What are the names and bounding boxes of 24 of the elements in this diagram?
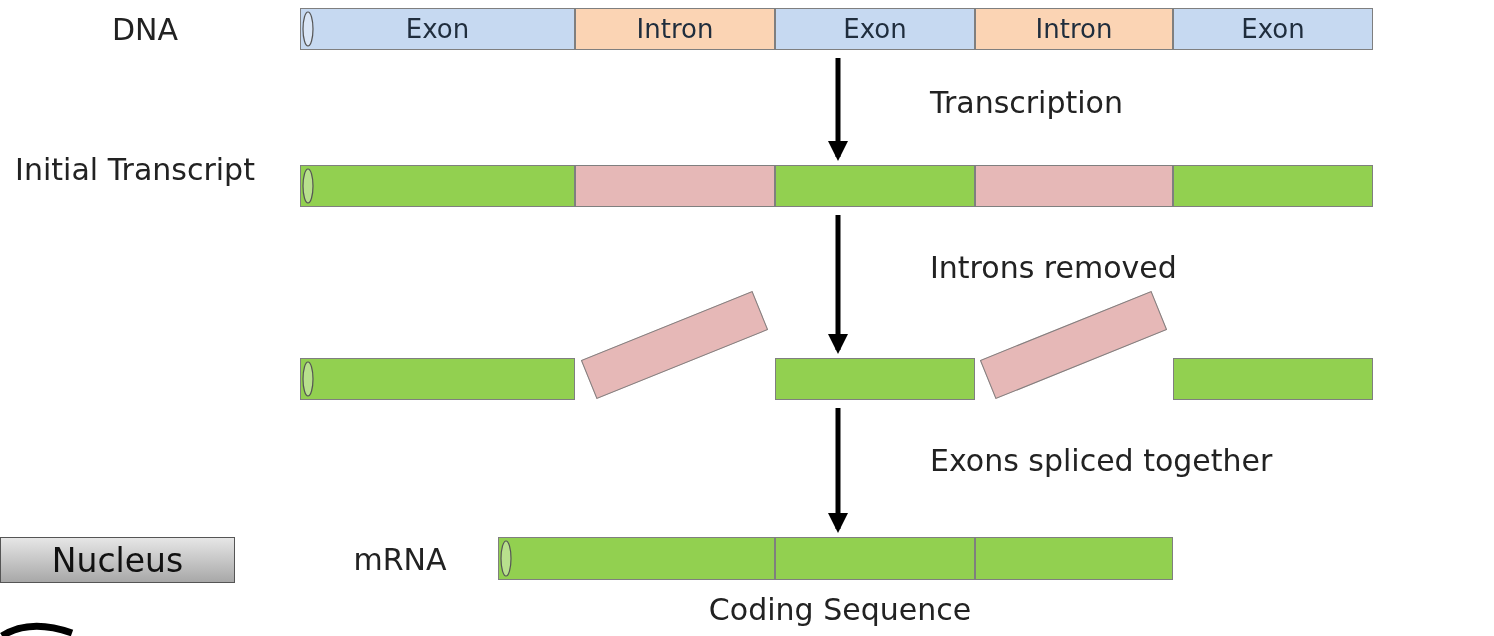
row-label: Initial Transcript [14,151,256,189]
arrow [828,58,848,161]
exon-segment [1173,165,1373,207]
exon-segment [300,165,575,207]
arrow [828,215,848,354]
row-label: DNA [110,11,180,49]
exon-segment [775,165,975,207]
exon-segment [300,358,575,400]
exon-segment [498,537,775,580]
exon-segment [1173,358,1373,400]
exon-segment [775,537,975,580]
exon-segment: Exon [1173,8,1373,50]
exon-segment [975,537,1173,580]
exon-segment [775,358,975,400]
nucleus-box: Nucleus [0,537,235,583]
caption-label: Coding Sequence [707,591,973,629]
arrow [828,408,848,533]
exon-segment: Exon [300,8,575,50]
exon-segment: Exon [775,8,975,50]
intron-segment: Intron [975,8,1173,50]
intron-segment [975,165,1173,207]
intron-segment [575,165,775,207]
intron-segment: Intron [575,8,775,50]
row-label: mRNA [352,541,448,579]
